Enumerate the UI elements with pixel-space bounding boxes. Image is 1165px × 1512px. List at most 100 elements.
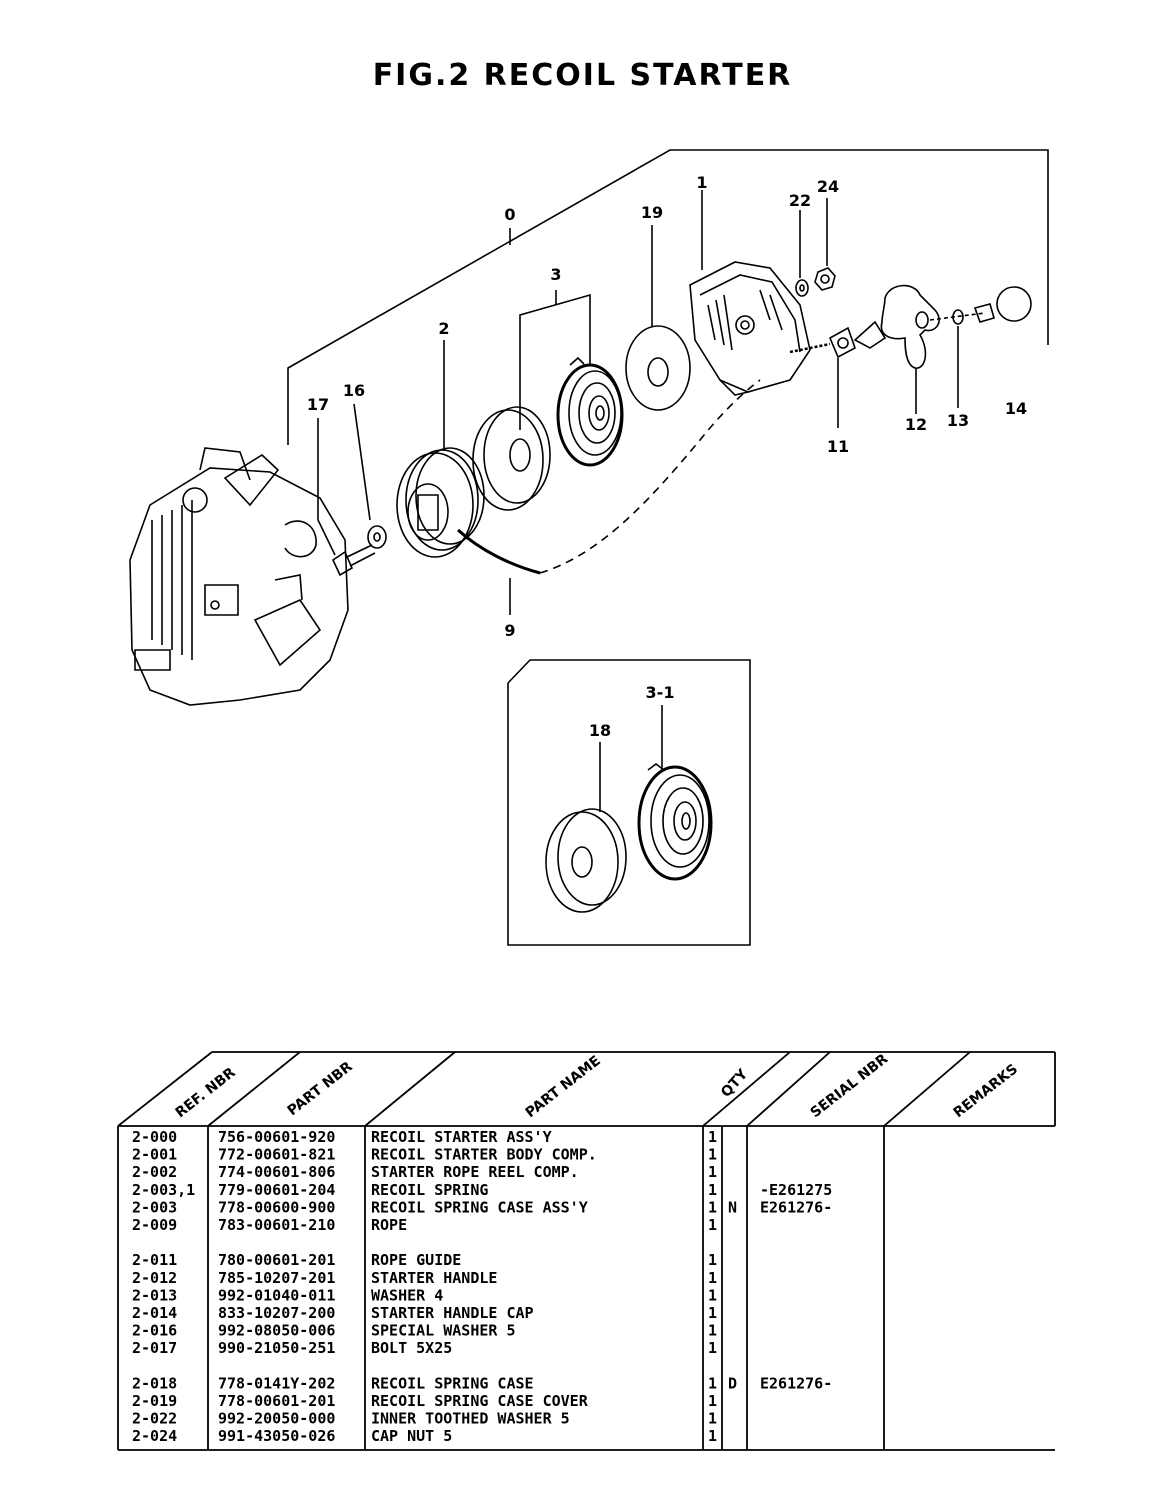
cell-part-name: SPECIAL WASHER 5	[371, 1322, 516, 1340]
cell-ref-nbr: 2-000	[132, 1128, 177, 1146]
cell-part-name: RECOIL SPRING CASE ASS'Y	[371, 1198, 588, 1216]
cell-part-nbr: 833-10207-200	[218, 1304, 335, 1322]
cell-part-nbr: 991-43050-026	[218, 1427, 335, 1445]
cell-part-nbr: 992-20050-000	[218, 1410, 335, 1428]
header-part-name: PART NAME	[523, 1053, 604, 1121]
callout-3: 3	[550, 265, 561, 284]
cap-nut-part	[814, 267, 836, 291]
cell-code: N	[728, 1198, 737, 1216]
cell-part-nbr: 785-10207-201	[218, 1269, 335, 1287]
cell-qty: 1	[708, 1286, 717, 1304]
inset-spring-case-part	[545, 808, 627, 913]
callout-14: 14	[1005, 399, 1027, 418]
inset-recoil-spring-part	[637, 763, 713, 881]
header-ref-nbr: REF. NBR	[173, 1065, 239, 1122]
cell-ref-nbr: 2-013	[132, 1286, 177, 1304]
cell-part-nbr: 774-00601-806	[218, 1163, 335, 1181]
cell-qty: 1	[708, 1339, 717, 1357]
cell-qty: 1	[708, 1251, 717, 1269]
callout-16: 16	[343, 381, 365, 400]
cell-part-nbr: 778-00601-201	[218, 1392, 335, 1410]
rope-reel-part	[396, 447, 485, 558]
callout-11: 11	[827, 437, 849, 456]
engine-drawing	[129, 447, 349, 706]
cell-part-name: INNER TOOTHED WASHER 5	[371, 1410, 570, 1428]
parts-table: REF. NBR PART NBR PART NAME QTY SERIAL N…	[117, 1051, 1056, 1451]
cell-ref-nbr: 2-024	[132, 1427, 177, 1445]
cell-part-name: ROPE	[371, 1216, 407, 1234]
cell-ref-nbr: 2-019	[132, 1392, 177, 1410]
callout-1: 1	[696, 173, 707, 192]
table-row: 2-022 992-20050-000 INNER TOOTHED WASHER 5…	[132, 1410, 717, 1428]
cell-serial-nbr: E261276-	[760, 1198, 832, 1216]
cell-part-name: STARTER HANDLE CAP	[371, 1304, 534, 1322]
page-title: FIG.2 RECOIL STARTER	[372, 58, 793, 93]
cell-qty: 1	[708, 1216, 717, 1234]
assembly-bracket	[287, 149, 1049, 445]
cell-ref-nbr: 2-018	[132, 1374, 177, 1392]
rope-part	[456, 528, 541, 575]
callout-22: 22	[789, 191, 811, 210]
cell-part-name: ROPE GUIDE	[371, 1251, 461, 1269]
callout-17: 17	[307, 395, 329, 414]
table-row: 2-002 774-00601-806 STARTER ROPE REEL COMP…	[132, 1163, 717, 1181]
cell-ref-nbr: 2-014	[132, 1304, 177, 1322]
cell-qty: 1	[708, 1374, 717, 1392]
callout-13: 13	[947, 411, 969, 430]
callout-12: 12	[905, 415, 927, 434]
cell-ref-nbr: 2-009	[132, 1216, 177, 1234]
cell-ref-nbr: 2-016	[132, 1322, 177, 1340]
cell-serial-nbr: -E261275	[760, 1181, 832, 1199]
starter-handle-part	[853, 284, 940, 369]
cell-ref-nbr: 2-003,1	[132, 1181, 195, 1199]
starter-handle-cap-part	[996, 286, 1032, 322]
callout-0: 0	[504, 205, 515, 224]
cell-ref-nbr: 2-002	[132, 1163, 177, 1181]
special-washer-part	[367, 525, 387, 549]
cell-qty: 1	[708, 1269, 717, 1287]
cell-ref-nbr: 2-017	[132, 1339, 177, 1357]
cell-qty: 1	[708, 1392, 717, 1410]
cell-part-name: STARTER ROPE REEL COMP.	[371, 1163, 579, 1181]
inner-toothed-washer-part	[795, 279, 809, 297]
cell-ref-nbr: 2-012	[132, 1269, 177, 1287]
cell-qty: 1	[708, 1181, 717, 1199]
callout-9: 9	[504, 621, 515, 640]
cell-part-name: BOLT 5X25	[371, 1339, 452, 1357]
cell-qty: 1	[708, 1304, 717, 1322]
cell-serial-nbr: E261276-	[760, 1374, 832, 1392]
header-part-nbr: PART NBR	[285, 1059, 356, 1119]
cell-part-name: WASHER 4	[371, 1286, 443, 1304]
cell-part-nbr: 992-08050-006	[218, 1322, 335, 1340]
cell-part-name: RECOIL SPRING	[371, 1181, 488, 1199]
cell-part-nbr: 779-00601-204	[218, 1181, 335, 1199]
cell-ref-nbr: 2-001	[132, 1146, 177, 1164]
cell-part-nbr: 992-01040-011	[218, 1286, 335, 1304]
recoil-spring-part	[556, 356, 624, 467]
cell-part-name: RECOIL SPRING CASE	[371, 1374, 534, 1392]
callout-3-1: 3-1	[646, 683, 675, 702]
callout-24: 24	[817, 177, 839, 196]
cell-ref-nbr: 2-011	[132, 1251, 177, 1269]
starter-body-part	[689, 261, 811, 396]
cell-ref-nbr: 2-003	[132, 1198, 177, 1216]
cell-qty: 1	[708, 1128, 717, 1146]
callout-19: 19	[641, 203, 663, 222]
cell-part-nbr: 778-00600-900	[218, 1198, 335, 1216]
inset-box	[507, 659, 751, 946]
table-row: 2-013 992-01040-011 WASHER 4 1	[132, 1286, 717, 1304]
spring-case-cover-part	[625, 325, 691, 411]
table-row: 2-003 778-00600-900 RECOIL SPRING CASE ASS…	[132, 1198, 832, 1216]
cell-ref-nbr: 2-022	[132, 1410, 177, 1428]
